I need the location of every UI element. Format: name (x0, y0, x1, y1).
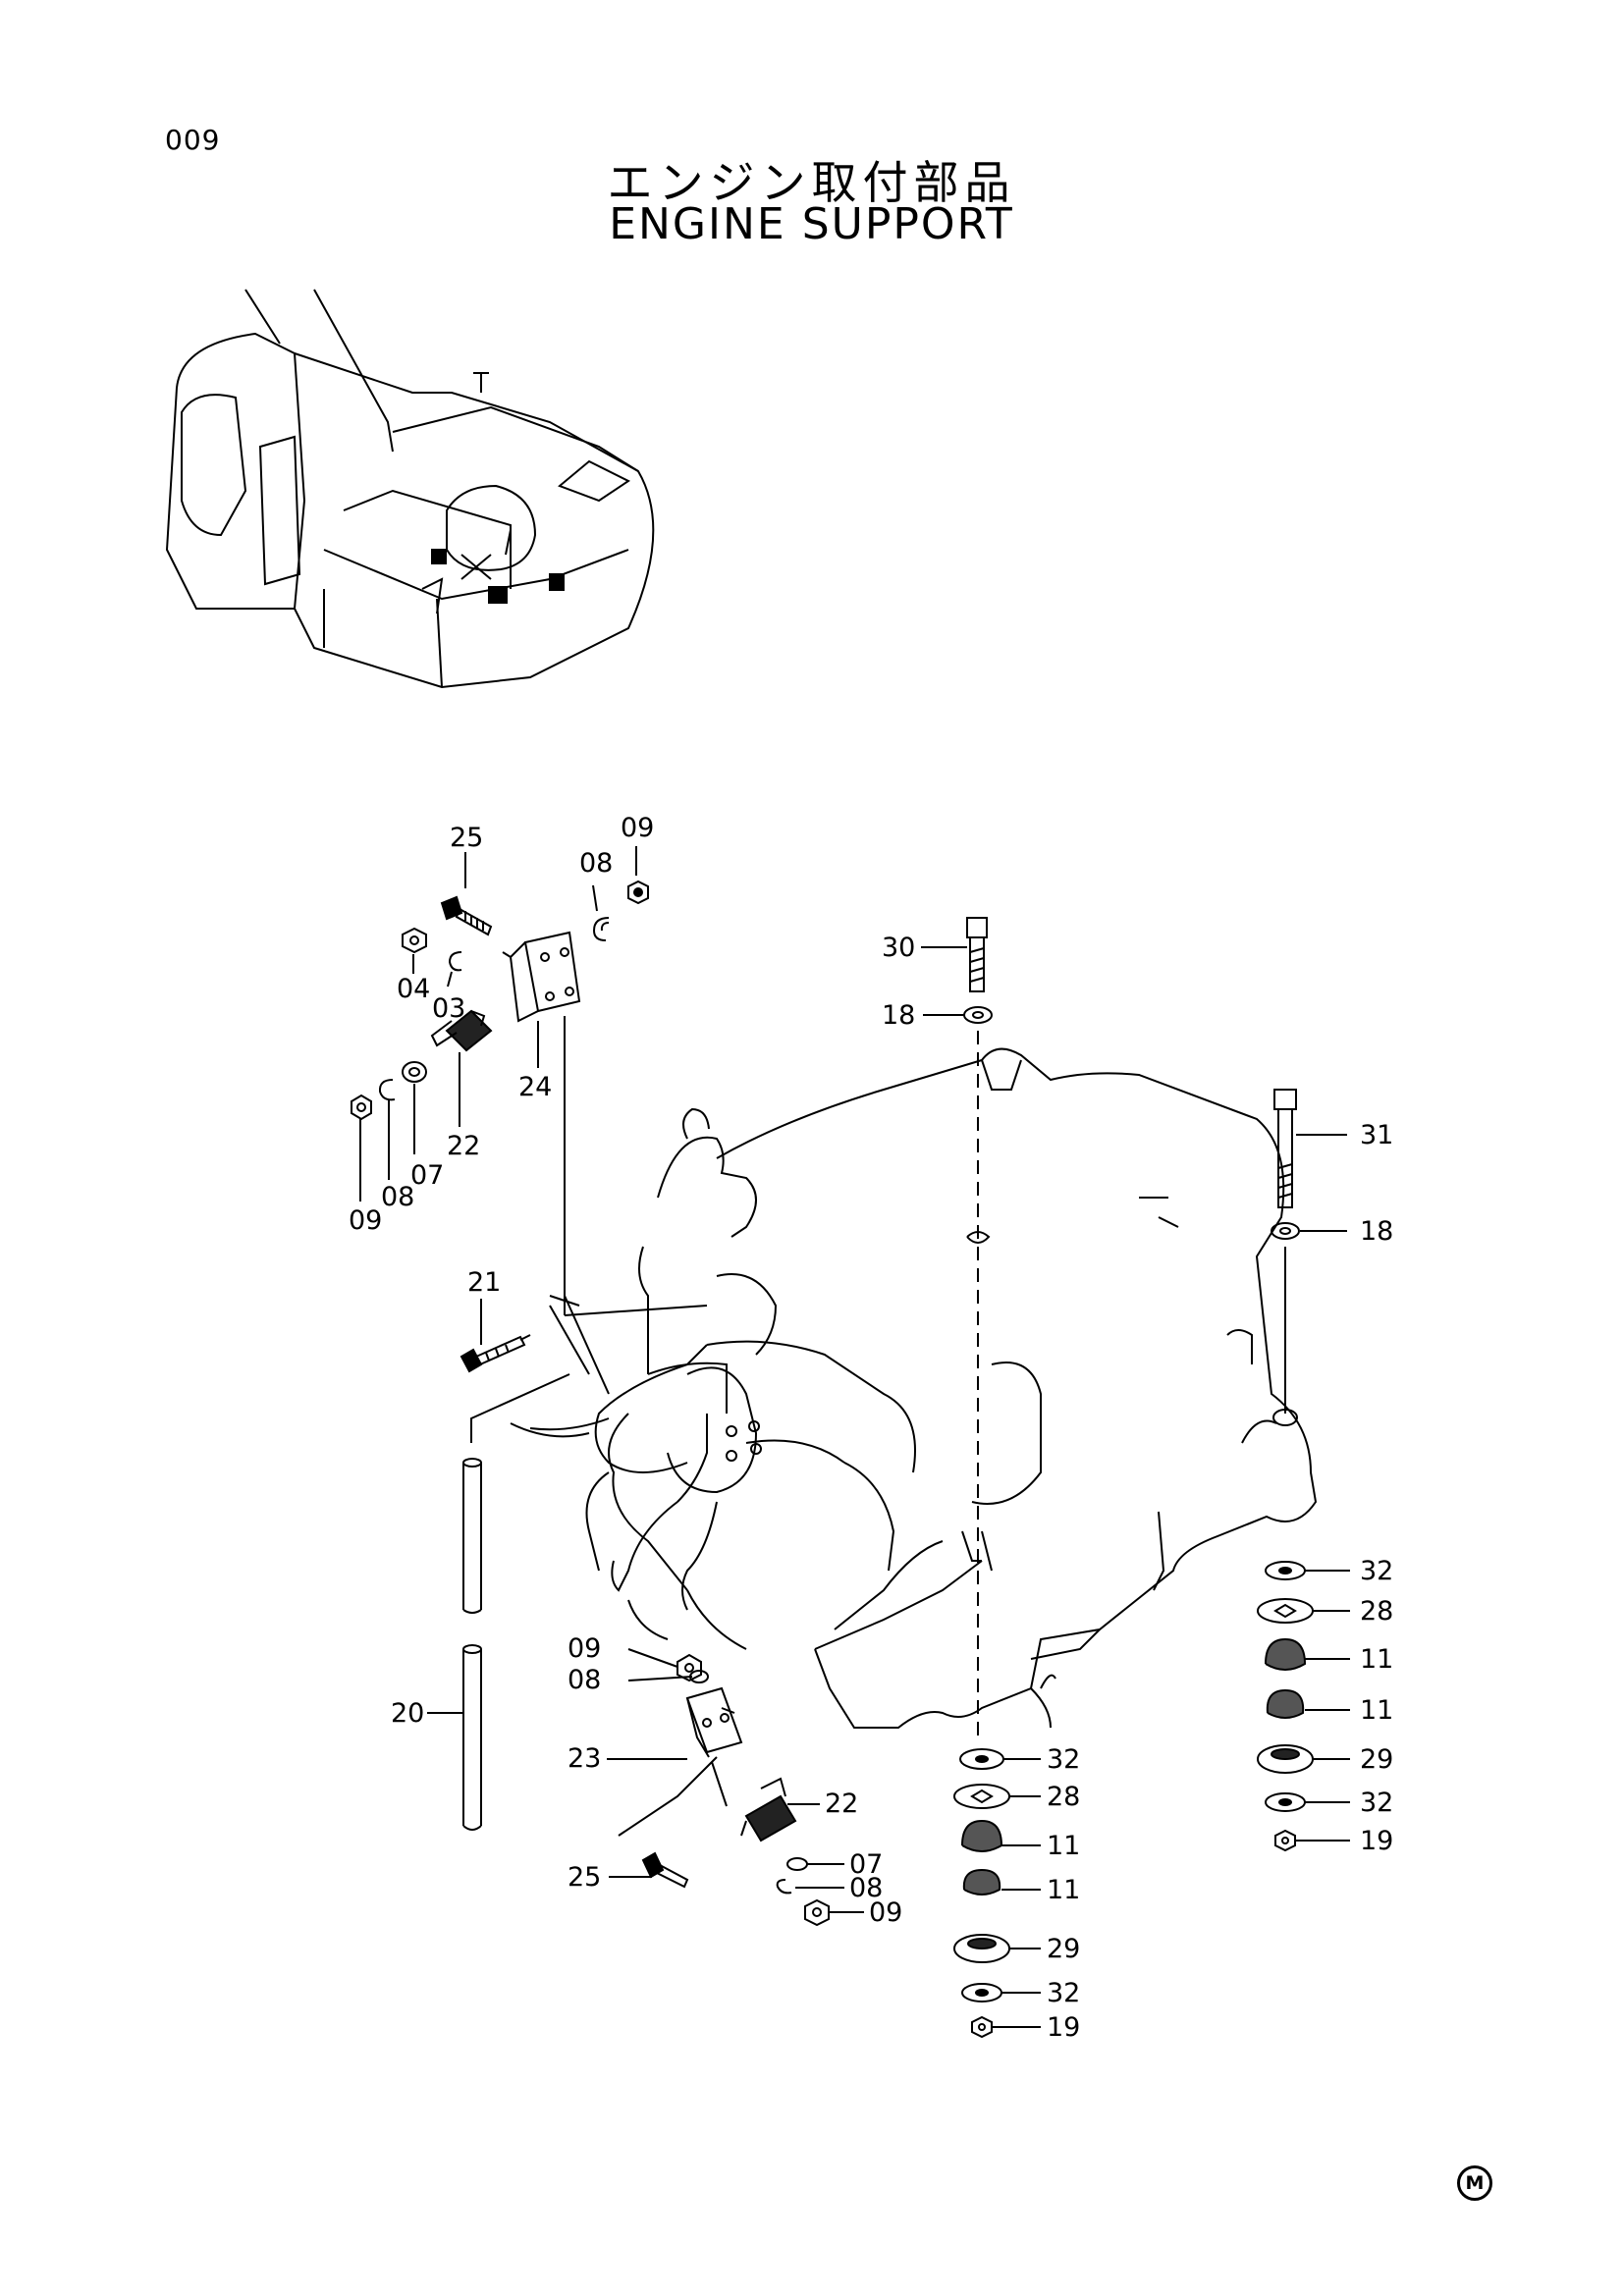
callout-label: 24 (518, 1072, 552, 1102)
callout-label: 23 (568, 1743, 601, 1774)
callout-label: 18 (1360, 1216, 1393, 1247)
page-title-japanese: エンジン取付部品 (607, 156, 1016, 209)
callout-label: 08 (568, 1665, 601, 1695)
callout-label: 30 (882, 933, 915, 963)
engine-outline (585, 1047, 1318, 1729)
callout-label: 21 (467, 1267, 501, 1298)
right-mount-stack (1257, 1089, 1314, 1852)
callout-label: 11 (1360, 1695, 1393, 1726)
excavator-overview-illustration (165, 289, 655, 689)
fan-assembly (510, 1295, 895, 1640)
callout-label: 04 (397, 974, 430, 1004)
page-number: 009 (165, 124, 221, 156)
callout-label: 11 (1047, 1831, 1080, 1861)
callout-label: 07 (849, 1849, 883, 1880)
callout-label: 32 (1360, 1556, 1393, 1586)
callout-label: 32 (1360, 1788, 1393, 1818)
callout-label: 19 (1360, 1826, 1393, 1856)
callout-label: 32 (1047, 1744, 1080, 1775)
callout-label: 28 (1047, 1782, 1080, 1812)
callout-labels: 25 09 08 04 03 24 22 07 08 09 30 18 31 1… (349, 813, 1393, 2043)
callout-label: 03 (432, 993, 465, 1024)
callout-label: 18 (882, 1000, 915, 1031)
lower-left-mount-group (460, 1305, 830, 1927)
callout-label: 11 (1360, 1644, 1393, 1675)
callout-label: 31 (1360, 1120, 1393, 1150)
callout-label: 07 (410, 1160, 444, 1191)
callout-label: 09 (621, 813, 654, 843)
front-left-mount-group (351, 880, 649, 1315)
callout-label: 25 (450, 823, 483, 853)
callout-label: 28 (1360, 1596, 1393, 1627)
callout-label: 08 (849, 1873, 883, 1903)
callout-label: 29 (1360, 1744, 1393, 1775)
callout-label: 08 (579, 848, 613, 879)
callout-label: 09 (349, 1205, 382, 1236)
center-mount-stack (953, 917, 1010, 2039)
page-title-english: ENGINE SUPPORT (609, 199, 1014, 249)
manufacturer-mark: M (1457, 2165, 1492, 2201)
callout-leader-lines (359, 846, 1350, 2028)
callout-label: 09 (869, 1897, 902, 1928)
callout-label: 32 (1047, 1978, 1080, 2008)
callout-label: 09 (568, 1633, 601, 1664)
callout-label: 29 (1047, 1934, 1080, 1964)
callout-label: 22 (825, 1789, 858, 1819)
callout-label: 20 (391, 1698, 424, 1729)
callout-label: 11 (1047, 1875, 1080, 1905)
callout-label: 08 (381, 1182, 414, 1212)
callout-label: 25 (568, 1862, 601, 1893)
callout-label: 19 (1047, 2012, 1080, 2043)
callout-label: 22 (447, 1131, 480, 1161)
